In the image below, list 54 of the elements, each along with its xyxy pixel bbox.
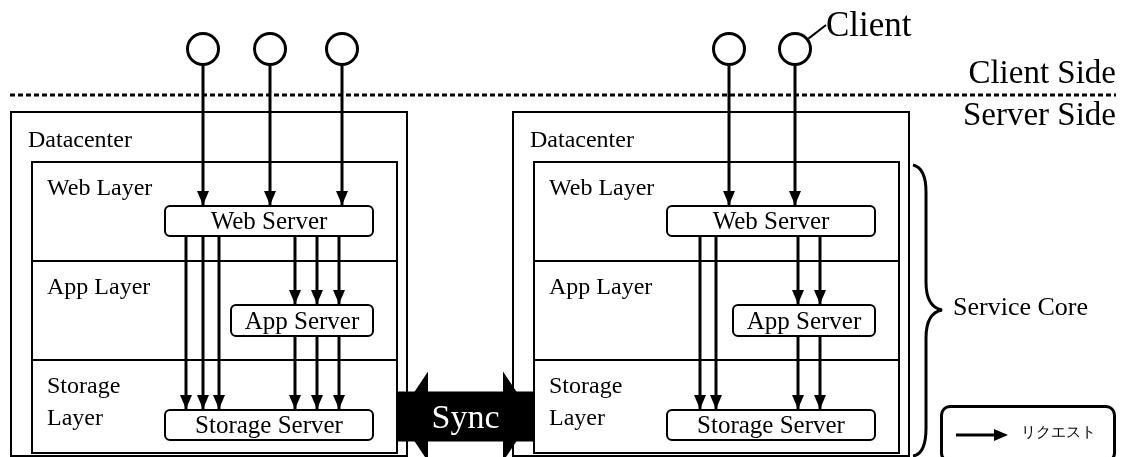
layer-label: Storage Layer (549, 371, 624, 432)
datacenter-box (10, 111, 408, 457)
arrow (264, 66, 276, 205)
arrow (723, 66, 735, 205)
client-circle (186, 32, 220, 66)
side-label: Server Side (962, 96, 1116, 134)
arrow (814, 237, 826, 304)
legend-text: リクエスト (1021, 423, 1096, 442)
arrow (814, 337, 826, 409)
layer-band (31, 161, 398, 262)
arrow (289, 337, 301, 409)
sync-arrow (398, 371, 533, 457)
layer-label: App Layer (47, 272, 152, 301)
client-circle (325, 32, 359, 66)
server-box: Web Server (164, 205, 374, 237)
arrow (333, 237, 345, 304)
arrow (180, 237, 192, 409)
client-label: Client (826, 4, 966, 46)
layer-label: Web Layer (549, 173, 656, 202)
datacenter-box (512, 111, 910, 457)
arrow (789, 66, 801, 205)
arrow (710, 237, 722, 409)
datacenter-label: Datacenter (530, 125, 635, 154)
side-label: Client Side (968, 54, 1116, 92)
layer-label: Storage Layer (47, 371, 122, 432)
layer-band (533, 359, 900, 454)
arrow (311, 337, 323, 409)
server-box: App Server (230, 304, 374, 337)
arrow (213, 237, 225, 409)
layer-band (31, 359, 398, 454)
arrow (333, 337, 345, 409)
arrow (197, 66, 209, 205)
server-box: Storage Server (666, 409, 876, 441)
layer-label: App Layer (549, 272, 654, 301)
arrow (792, 237, 804, 304)
arrow (694, 237, 706, 409)
client-circle (253, 32, 287, 66)
layer-band (533, 161, 900, 262)
server-box: App Server (732, 304, 876, 337)
arrow (311, 237, 323, 304)
layer-label: Web Layer (47, 173, 154, 202)
datacenter-label: Datacenter (28, 125, 133, 154)
client-circle (712, 32, 746, 66)
arrow (197, 237, 209, 409)
server-box: Web Server (666, 205, 876, 237)
arrow (336, 66, 348, 205)
group-label: Service Core (953, 292, 1088, 322)
arrow (289, 237, 301, 304)
arrow (792, 337, 804, 409)
leader-line (807, 24, 827, 40)
server-box: Storage Server (164, 409, 374, 441)
client-circle (778, 32, 812, 66)
layer-band (31, 260, 398, 361)
layer-band (533, 260, 900, 361)
